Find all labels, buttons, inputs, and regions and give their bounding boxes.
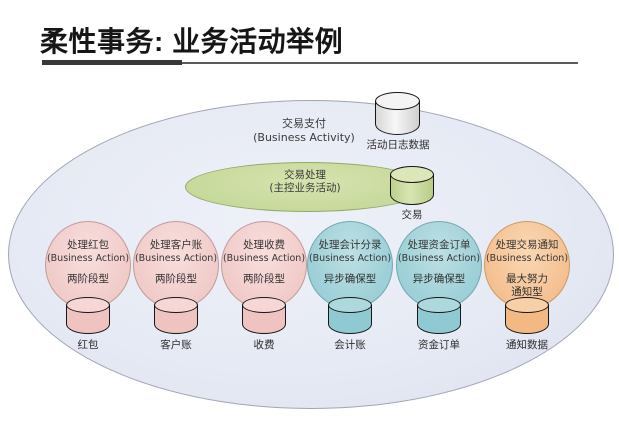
action-subtitle: (Business Action) [308, 253, 392, 264]
business-action-text: 处理红包 (Business Action) 两阶段型 [40, 239, 136, 286]
cylinder-cap [154, 297, 198, 313]
business-action-text: 处理客户账 (Business Action) 两阶段型 [128, 239, 224, 286]
business-action-ellipse: 处理交易通知 (Business Action) 最大努力通知型 [484, 221, 570, 309]
action-pattern-type: 最大努力通知型 [479, 273, 575, 299]
action-database-icon [328, 297, 372, 334]
business-activity-label: 交易支付 (Business Activity) [228, 117, 380, 145]
cylinder-cap [328, 297, 372, 313]
action-pattern-type: 两阶段型 [216, 273, 312, 286]
business-action-ellipse: 处理资金订单 (Business Action) 异步确保型 [396, 221, 482, 309]
business-action-group: 处理客户账 (Business Action) 两阶段型 客户账 [132, 221, 220, 353]
action-title: 处理收费 [243, 239, 285, 251]
business-action-ellipse: 处理收费 (Business Action) 两阶段型 [221, 221, 307, 309]
master-activity-subtitle: (主控业务活动) [269, 182, 341, 194]
page-title: 柔性事务: 业务活动举例 [40, 26, 344, 57]
action-pattern-type-line: 通知型 [511, 286, 543, 298]
title-underline-thick [42, 60, 182, 65]
cylinder-cap [390, 166, 434, 183]
action-pattern-type-line: 异步确保型 [323, 273, 377, 285]
activity-log-database-label: 活动日志数据 [366, 139, 430, 151]
business-action-group: 处理交易通知 (Business Action) 最大努力通知型 通知数据 [483, 221, 571, 353]
cylinder-cap [242, 297, 286, 313]
action-database-label: 资金订单 [418, 339, 460, 351]
business-action-ellipse: 处理红包 (Business Action) 两阶段型 [45, 221, 131, 309]
master-activity-label: 交易处理 (主控业务活动) [230, 169, 380, 195]
business-action-text: 处理收费 (Business Action) 两阶段型 [216, 239, 312, 286]
business-activity-name: 交易支付 [282, 117, 326, 130]
cylinder-cap [375, 92, 420, 110]
business-action-text: 处理交易通知 (Business Action) 最大努力通知型 [479, 239, 575, 299]
action-pattern-type: 异步确保型 [391, 273, 487, 286]
action-database-icon [154, 297, 198, 334]
cylinder-cap [417, 297, 461, 313]
activity-log-database-icon [375, 92, 420, 135]
action-database-label: 会计账 [334, 339, 366, 351]
business-action-ellipse: 处理会计分录 (Business Action) 异步确保型 [307, 221, 393, 309]
action-database-icon [66, 297, 110, 334]
cylinder-cap [505, 297, 549, 313]
title-underline-thin [42, 62, 578, 64]
action-pattern-type-line: 两阶段型 [155, 273, 197, 285]
action-pattern-type: 两阶段型 [128, 273, 224, 286]
master-activity-name: 交易处理 [284, 169, 326, 181]
action-title: 处理客户账 [149, 239, 203, 251]
transaction-database-icon [390, 166, 434, 205]
action-subtitle: (Business Action) [222, 253, 306, 264]
action-title: 处理资金订单 [407, 239, 471, 251]
business-action-text: 处理资金订单 (Business Action) 异步确保型 [391, 239, 487, 286]
action-database-label: 客户账 [160, 339, 192, 351]
action-database-label: 收费 [253, 339, 275, 351]
action-title: 处理红包 [67, 239, 109, 251]
action-pattern-type: 两阶段型 [40, 273, 136, 286]
action-database-icon [505, 297, 549, 334]
business-action-group: 处理收费 (Business Action) 两阶段型 收费 [220, 221, 308, 353]
cylinder-cap [66, 297, 110, 313]
business-action-text: 处理会计分录 (Business Action) 异步确保型 [302, 239, 398, 286]
action-pattern-type-line: 异步确保型 [412, 273, 466, 285]
action-database-icon [242, 297, 286, 334]
transaction-database-label: 交易 [401, 209, 423, 221]
action-subtitle: (Business Action) [485, 253, 569, 264]
master-activity-ellipse [185, 162, 429, 212]
action-title: 处理会计分录 [318, 239, 382, 251]
action-pattern-type-line: 两阶段型 [67, 273, 109, 285]
action-subtitle: (Business Action) [397, 253, 481, 264]
action-database-label: 红包 [77, 339, 99, 351]
business-activity-subtitle: (Business Activity) [253, 131, 355, 144]
business-action-group: 处理红包 (Business Action) 两阶段型 红包 [44, 221, 132, 353]
action-pattern-type: 异步确保型 [302, 273, 398, 286]
action-pattern-type-line: 两阶段型 [243, 273, 285, 285]
action-pattern-type-line: 最大努力 [506, 273, 548, 285]
action-subtitle: (Business Action) [46, 253, 130, 264]
action-database-label: 通知数据 [506, 339, 548, 351]
business-action-group: 处理资金订单 (Business Action) 异步确保型 资金订单 [395, 221, 483, 353]
action-subtitle: (Business Action) [134, 253, 218, 264]
business-action-group: 处理会计分录 (Business Action) 异步确保型 会计账 [306, 221, 394, 353]
action-title: 处理交易通知 [495, 239, 559, 251]
business-action-ellipse: 处理客户账 (Business Action) 两阶段型 [133, 221, 219, 309]
action-database-icon [417, 297, 461, 334]
